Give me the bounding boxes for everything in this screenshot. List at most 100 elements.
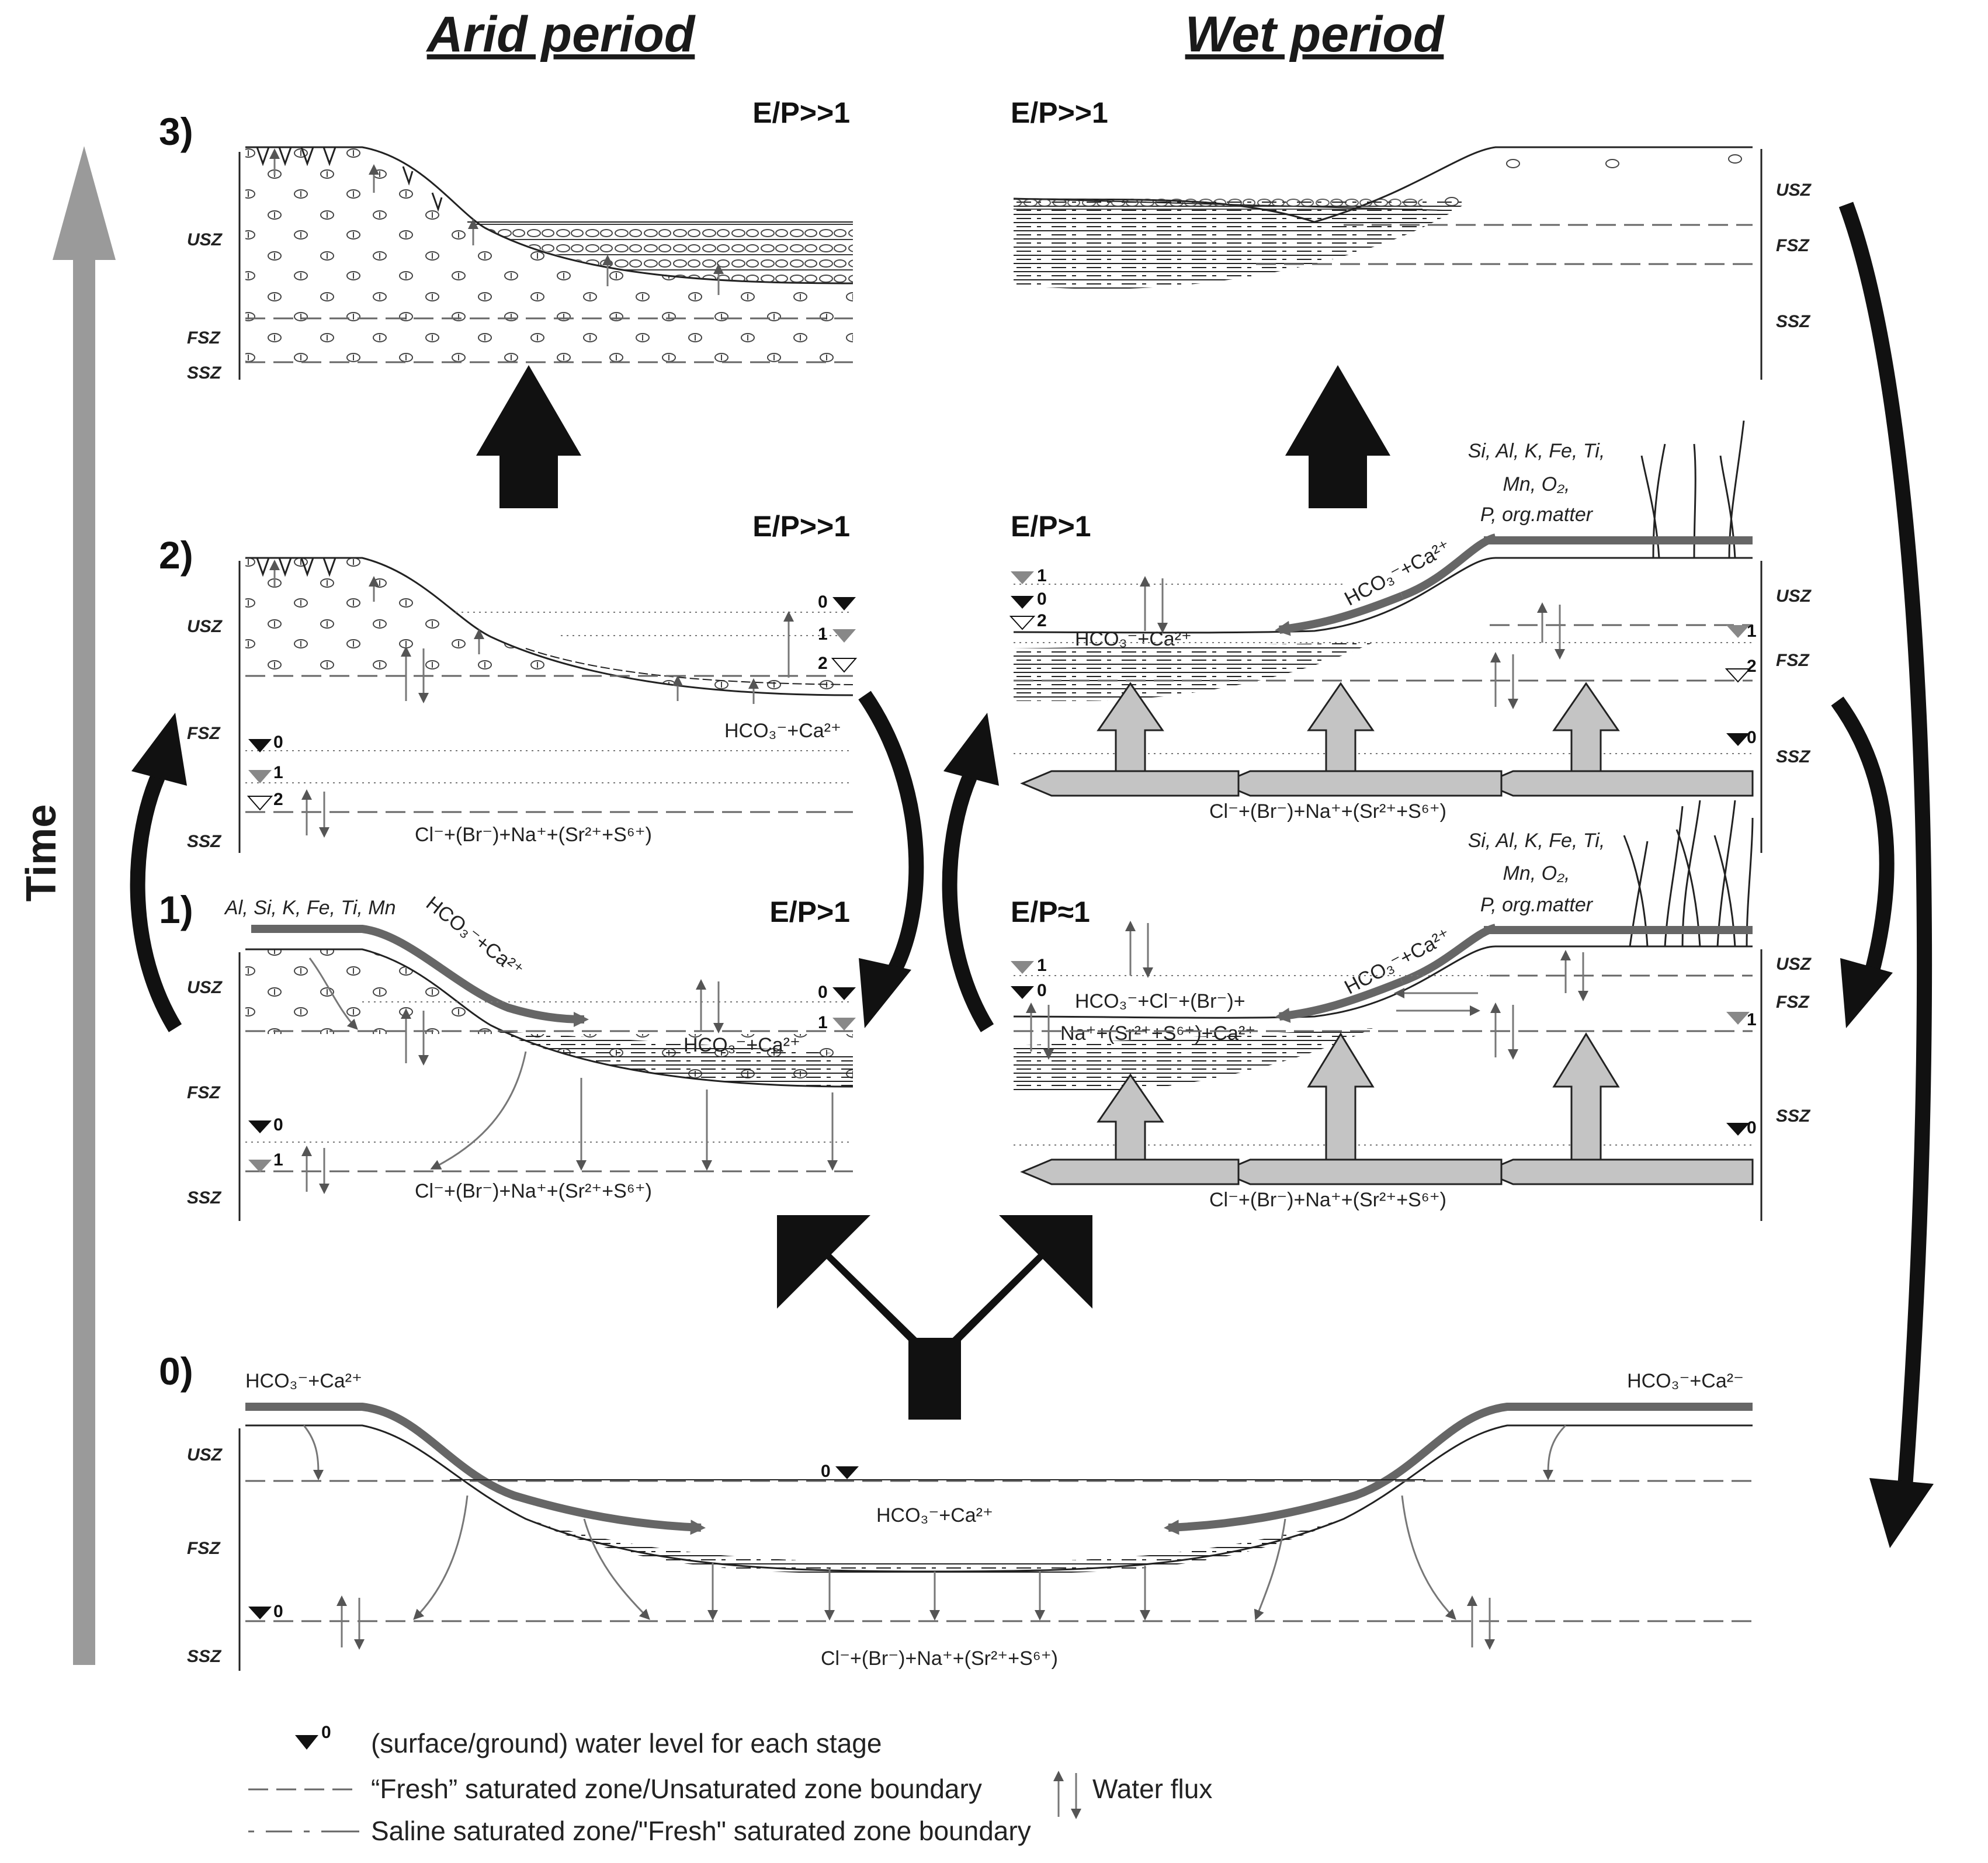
reeds [1640,420,1745,558]
gw-level-0: 0 [273,733,283,752]
zone-fsz: FSZ [187,1083,221,1102]
gw-level-1: 1 [273,763,283,782]
panel-wet-1: E/P≈1 Si, Al, K, Fe, Ti, Mn, O₂, P, org.… [1011,800,1812,1221]
elements-line-3: P, org.matter [1480,894,1594,916]
chem-deep: Cl⁻+(Br⁻)+Na⁺+(Sr²⁺+S⁶⁺) [415,1180,652,1202]
zone-fsz: FSZ [187,724,221,743]
zone-ssz: SSZ [187,1188,222,1208]
gw-level-0: 0 [1747,1118,1757,1137]
stage-label-0: 0) [159,1349,193,1393]
ep-label-wet3: E/P>>1 [1011,96,1108,129]
gw-level-0: 0 [1747,728,1757,747]
panel-wet-2: E/P>1 Si, Al, K, Fe, Ti, Mn, O₂, P, org.… [1009,420,1812,853]
stage-label-1: 1) [159,888,193,931]
chem-lake: HCO₃⁻+Ca²⁺ [724,720,841,742]
ep-label-arid3: E/P>>1 [752,96,850,129]
chem-lake: HCO₃⁻+Ca²⁺ [1075,628,1192,650]
stage-label-3: 3) [159,110,193,153]
gw-level-2: 2 [1747,657,1757,676]
chem-deep: Cl⁻+(Br⁻)+Na⁺+(Sr²⁺+S⁶⁺) [821,1647,1058,1670]
zone-usz: USZ [187,1445,223,1465]
wet-period-title: Wet period [1185,6,1445,63]
elements: Al, Si, K, Fe, Ti, Mn [224,897,396,919]
elements-line-2: Mn, O₂, [1503,862,1570,884]
lake-level-0: 0 [1037,981,1047,1000]
lake-level-0: 0 [1037,589,1047,609]
lake-level-2: 2 [818,654,828,673]
legend: 0 (surface/ground) water level for each … [248,1723,1212,1846]
gw-level-1: 1 [273,1150,283,1170]
gw-level-0: 0 [273,1115,283,1135]
lake-level-0: 0 [818,592,828,612]
elements-line-3: P, org.matter [1480,504,1594,526]
chem-deep: Cl⁻+(Br⁻)+Na⁺+(Sr²⁺+S⁶⁺) [1209,800,1446,823]
split-arrow [777,1215,1092,1420]
lake-level-0: 0 [821,1462,831,1481]
legend-level: (surface/ground) water level for each st… [371,1728,882,1758]
level-symbol-icon [295,1735,318,1750]
panel-arid-2: 2) E/P>>1 0 1 2 0 1 2 HCO [159,510,858,853]
chem-lake: HCO₃⁻+Ca²⁺ [684,1034,800,1056]
legend-level-sample: 0 [321,1723,331,1742]
chem-right: HCO₃⁻+Ca²⁻ [1627,1370,1744,1392]
chem-deep: Cl⁻+(Br⁻)+Na⁺+(Sr²⁺+S⁶⁺) [1209,1189,1446,1211]
zone-fsz: FSZ [1776,651,1810,670]
gw-level-1: 1 [1747,1010,1757,1029]
zone-fsz: FSZ [1776,993,1810,1012]
water-flux-icon [1053,1771,1081,1819]
time-arrow [53,146,116,1665]
elements-line-1: Si, Al, K, Fe, Ti, [1468,830,1605,852]
zone-ssz: SSZ [1776,1106,1811,1126]
zone-usz: USZ [1776,587,1812,606]
stage-label-2: 2) [159,533,193,577]
panel-arid-3: 3) E/P>>1 USZ FSZ SSZ [159,96,854,383]
zone-usz: USZ [187,978,223,997]
panel-arid-1: 1) E/P>1 Al, Si, K, Fe, Ti, Mn HCO₃⁻+Ca²… [159,888,856,1221]
panel-base-0: 0) HCO₃⁻+Ca²⁺ HCO₃⁻+Ca²⁻ 0 0 HCO₃⁻+Ca²⁺ … [159,1349,1753,1671]
zone-fsz: FSZ [187,328,221,348]
zone-usz: USZ [187,230,223,249]
time-label: Time [18,804,65,902]
arid-period-title: Arid period [426,6,696,63]
cycle-arrows [130,202,1933,1496]
chem-lake-line-1: HCO₃⁻+Cl⁻+(Br⁻)+ [1075,990,1245,1012]
ep-label-wet2: E/P>1 [1011,510,1091,543]
zone-ssz: SSZ [187,832,222,851]
ep-label-arid1: E/P>1 [769,896,850,928]
chem-lake: HCO₃⁻+Ca²⁺ [876,1504,993,1527]
zone-fsz: FSZ [1776,236,1810,255]
chem-lake-line-2: Na⁺+(Sr²⁺+S⁶⁺)+Ca²⁺ [1060,1022,1255,1045]
gw-level-0: 0 [273,1602,283,1621]
zone-ssz: SSZ [1776,747,1811,766]
gw-level-1: 1 [1747,622,1757,641]
zone-ssz: SSZ [1776,312,1811,331]
elements-line-2: Mn, O₂, [1503,473,1570,495]
lake-level-1: 1 [818,625,828,644]
gw-level-2: 2 [273,790,283,809]
zone-usz: USZ [1776,181,1812,200]
legend-flux: Water flux [1092,1774,1212,1804]
lake-level-0: 0 [818,983,828,1002]
up-arrow-arid [476,365,581,508]
reeds [1623,800,1754,947]
zone-ssz: SSZ [187,363,222,383]
chem-left: HCO₃⁻+Ca²⁺ [245,1370,362,1392]
chem-deep: Cl⁻+(Br⁻)+Na⁺+(Sr²⁺+S⁶⁺) [415,824,652,846]
panel-wet-3: E/P>>1 USZ FSZ SSZ [1011,96,1812,380]
legend-fresh-boundary: “Fresh” saturated zone/Unsaturated zone … [371,1774,982,1804]
elements-line-1: Si, Al, K, Fe, Ti, [1468,440,1605,462]
ep-label-wet1: E/P≈1 [1011,896,1090,928]
cycle-arrow-heads [131,713,1934,1548]
up-arrow-wet [1285,365,1390,508]
lake-level-1: 1 [818,1013,828,1032]
saline-upflow-arrows [1020,682,1754,797]
lake-level-1: 1 [1037,566,1047,585]
ep-label-arid2: E/P>>1 [752,510,850,543]
lake-level-1: 1 [1037,956,1047,975]
legend-saline-boundary: Saline saturated zone/"Fresh" saturated … [371,1816,1031,1846]
zone-ssz: SSZ [187,1647,222,1666]
zone-usz: USZ [187,617,223,636]
zone-fsz: FSZ [187,1539,221,1558]
lake-level-2: 2 [1037,611,1047,630]
